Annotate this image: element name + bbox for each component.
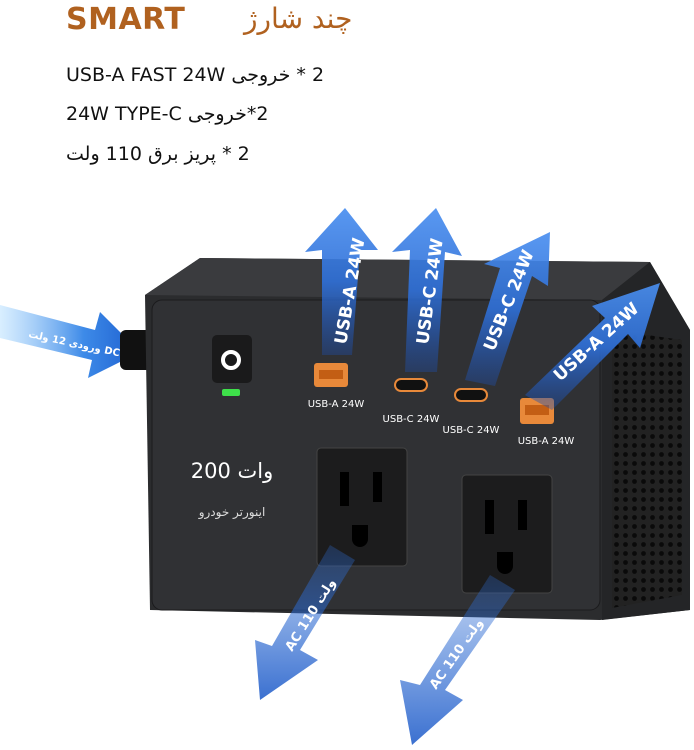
- device-name-label: اینورتر خودرو: [198, 505, 266, 520]
- feature-usb-a: 2 * خروجی USB-A FAST 24W: [66, 64, 325, 86]
- port-label: USB-C 24W: [443, 425, 500, 436]
- power-icon: [221, 350, 241, 370]
- persian-title: چند شارژ: [244, 2, 353, 35]
- status-led: [222, 389, 240, 396]
- usb-c-port-1[interactable]: [394, 378, 428, 392]
- usb-c-up-arrow: USB-C 24W: [392, 208, 462, 372]
- feature-usb-c: 2*خروجی 24W TYPE-C: [66, 103, 269, 125]
- port-label: USB-C 24W: [383, 414, 440, 425]
- vent-grille: [612, 330, 682, 608]
- dc-plug: [120, 330, 152, 370]
- brand-title: SMART: [66, 2, 186, 37]
- wattage-label: 200 وات: [191, 459, 274, 483]
- usb-a-port-1[interactable]: [314, 363, 348, 387]
- feature-outlets: 2 * پریز برق 110 ولت: [66, 143, 250, 165]
- port-label: USB-A 24W: [518, 436, 575, 447]
- ac-outlet-1[interactable]: [316, 447, 408, 567]
- ac-outlet-2[interactable]: [461, 474, 553, 594]
- port-label: USB-A 24W: [308, 399, 365, 410]
- power-button[interactable]: [212, 335, 252, 383]
- usb-c-port-2[interactable]: [454, 388, 488, 402]
- dc-input-arrow: ورودی 12 ولت DC: [0, 305, 140, 378]
